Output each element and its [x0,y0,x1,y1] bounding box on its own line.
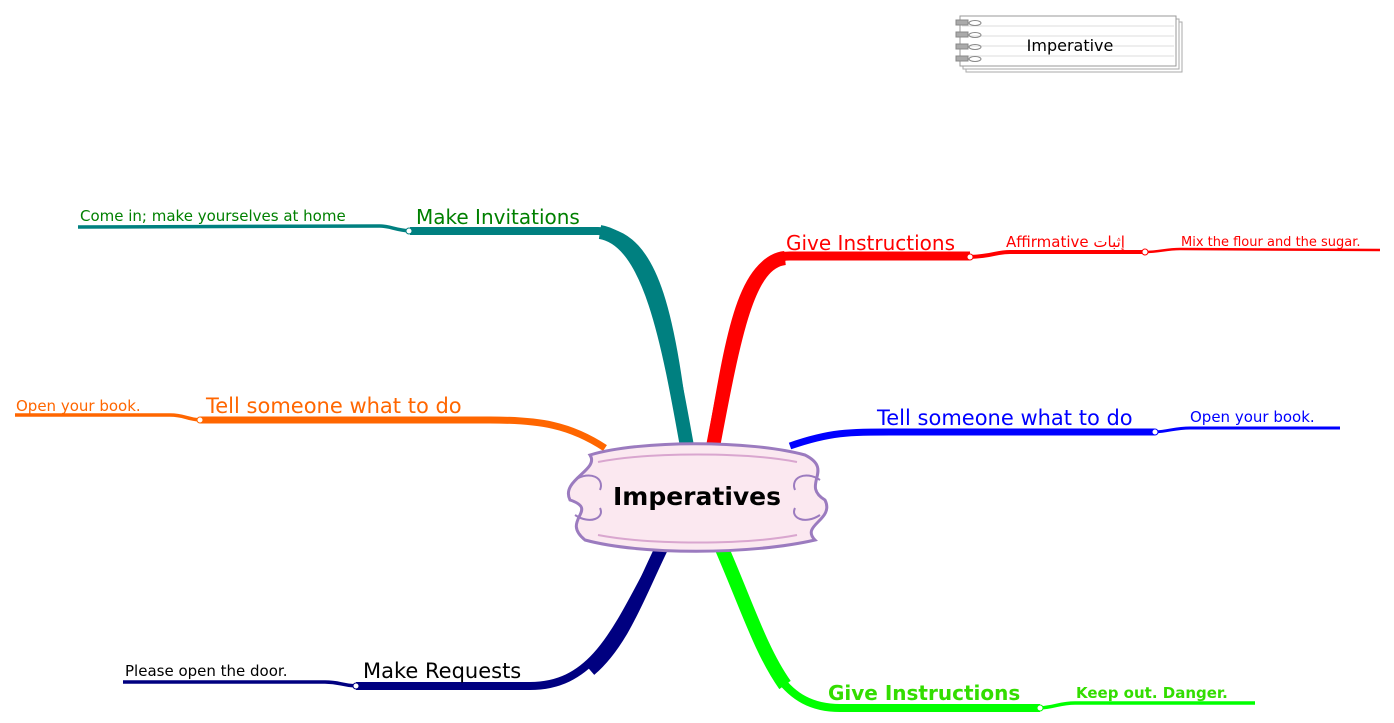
subtopic-come-in[interactable]: Come in; make yourselves at home [80,207,346,225]
branch-make-requests[interactable]: Make Requests Please open the door. [123,532,674,690]
subtopic-open-book-left[interactable]: Open your book. [16,397,141,415]
connector-dot [1141,248,1149,256]
subtopic-mix-flour[interactable]: Mix the flour and the sugar. [1181,235,1361,250]
connector-dot [196,416,204,424]
topic-tell-someone-left[interactable]: Tell someone what to do [205,394,462,418]
subtopic-open-book-right[interactable]: Open your book. [1190,408,1315,426]
connector-dot [966,253,974,261]
spiral-binding-icon [955,19,982,62]
branch-give-instructions-green[interactable]: Give Instructions Keep out. Danger. [709,532,1255,712]
branch-tell-someone-left[interactable]: Tell someone what to do Open your book. [15,394,607,451]
subtopic-affirmative[interactable]: Affirmative إثبات [1006,233,1125,251]
branch-make-invitations[interactable]: Make Invitations Come in; make yourselve… [77,205,695,454]
floating-note[interactable]: Imperative [955,15,1183,73]
connector-dot [405,227,413,235]
subtopic-open-door[interactable]: Please open the door. [125,662,287,680]
central-topic[interactable]: Imperatives [566,442,829,553]
topic-give-instructions[interactable]: Give Instructions [786,231,955,255]
topic-give-instructions-green[interactable]: Give Instructions [828,681,1020,705]
connector-dot [1036,704,1044,712]
subtopic-keep-out[interactable]: Keep out. Danger. [1076,684,1228,702]
connector-dot [352,682,360,690]
topic-tell-someone-right[interactable]: Tell someone what to do [876,406,1133,430]
central-topic-label: Imperatives [613,482,781,511]
topic-make-requests[interactable]: Make Requests [363,659,521,683]
branch-give-instructions-red[interactable]: Give Instructions Affirmative إثبات Mix … [705,231,1381,454]
branch-tell-someone-right[interactable]: Tell someone what to do Open your book. [788,406,1340,450]
topic-make-invitations[interactable]: Make Invitations [416,205,580,229]
connector-dot [1151,428,1159,436]
note-label: Imperative [1027,36,1114,55]
